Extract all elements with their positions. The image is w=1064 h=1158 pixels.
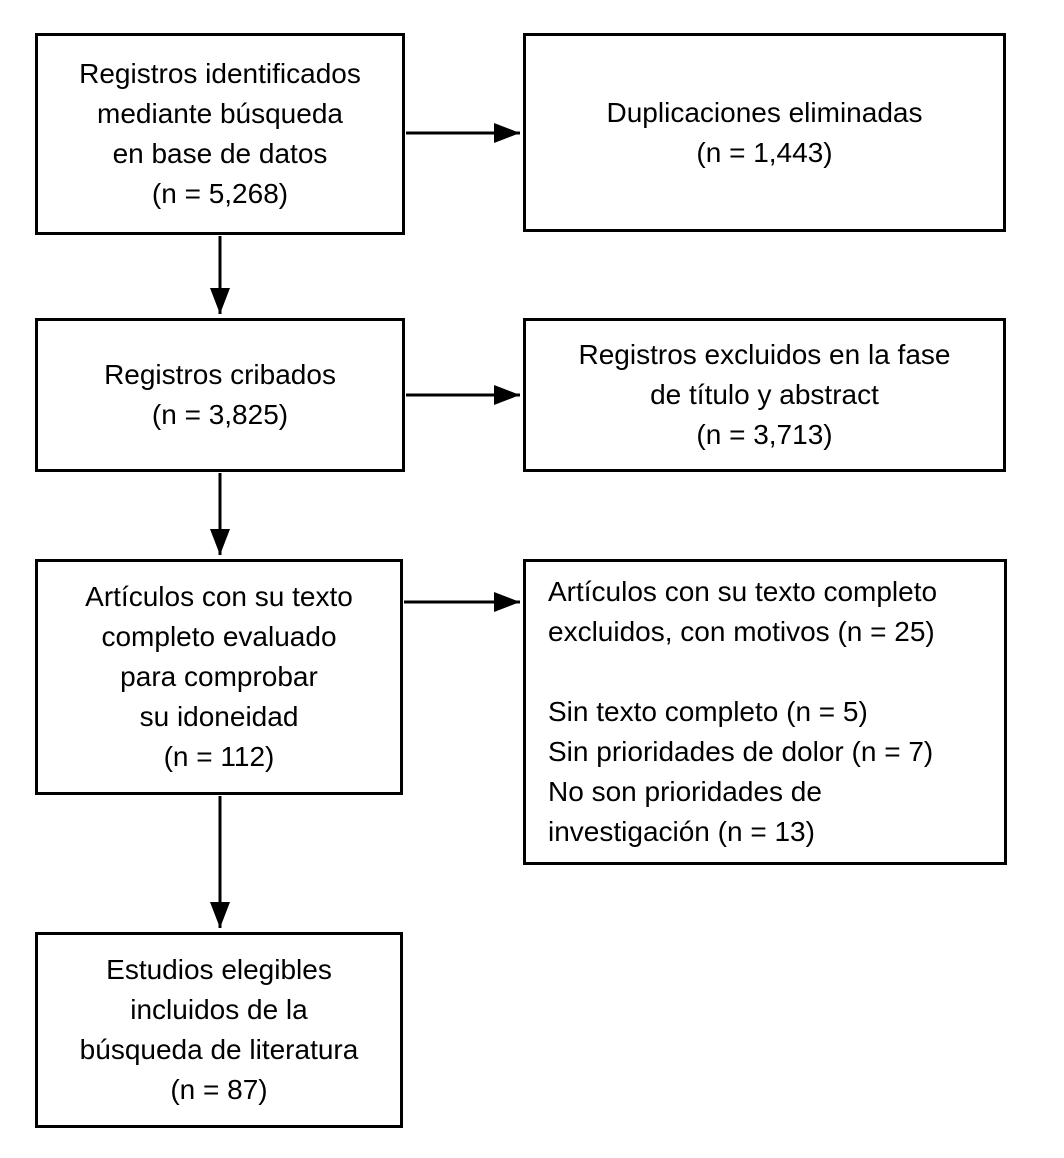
box-records-screened-text: Registros cribados (n = 3,825) bbox=[104, 359, 336, 430]
box-studies-included: Estudios elegibles incluidos de la búsqu… bbox=[35, 932, 403, 1128]
box-records-excluded-title-abstract-text: Registros excluidos en la fase de título… bbox=[578, 339, 951, 450]
box-records-screened: Registros cribados (n = 3,825) bbox=[35, 318, 405, 472]
box-fulltext-assessed-text: Artículos con su texto completo evaluado… bbox=[85, 581, 353, 772]
box-fulltext-assessed: Artículos con su texto completo evaluado… bbox=[35, 559, 403, 795]
box-fulltext-excluded: Artículos con su texto completo excluido… bbox=[523, 559, 1007, 865]
box-duplicates-removed-text: Duplicaciones eliminadas (n = 1,443) bbox=[606, 96, 923, 168]
box-records-excluded-title-abstract: Registros excluidos en la fase de título… bbox=[523, 318, 1006, 472]
box-fulltext-excluded-text: Artículos con su texto completo excluido… bbox=[548, 576, 938, 847]
box-records-identified-text: Registros identificados mediante búsqued… bbox=[79, 58, 361, 209]
box-duplicates-removed: Duplicaciones eliminadas (n = 1,443) bbox=[523, 33, 1006, 232]
box-studies-included-text: Estudios elegibles incluidos de la búsqu… bbox=[79, 954, 359, 1105]
box-records-identified: Registros identificados mediante búsqued… bbox=[35, 33, 405, 235]
